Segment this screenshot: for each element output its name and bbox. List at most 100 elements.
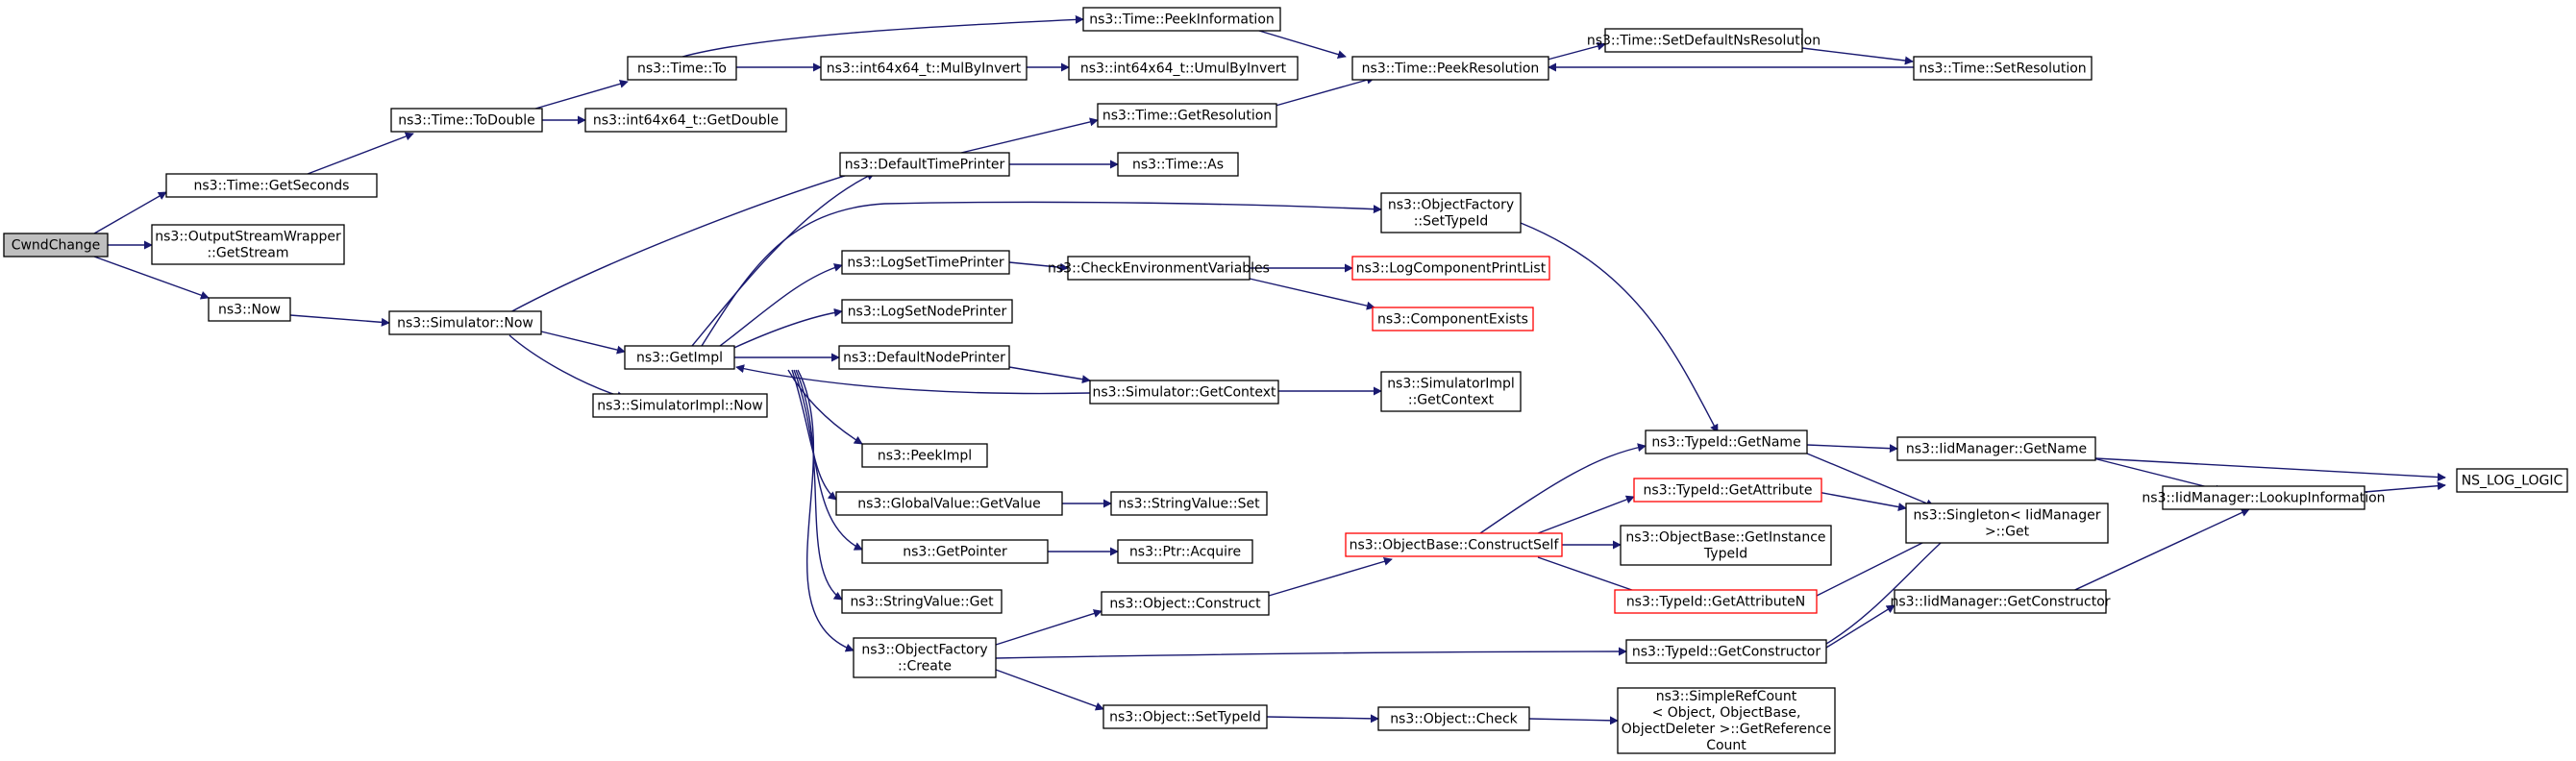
node-box[interactable] <box>388 310 542 335</box>
node-typeidgetctor[interactable]: ns3::TypeId::GetConstructor <box>1625 639 1827 664</box>
node-peekimpl[interactable]: ns3::PeekImpl <box>861 443 988 468</box>
node-simgetctx[interactable]: ns3::Simulator::GetContext <box>1089 380 1279 405</box>
node-box[interactable] <box>1620 525 1832 566</box>
node-now[interactable]: ns3::Now <box>208 297 291 322</box>
node-box[interactable] <box>1894 589 2107 614</box>
node-box[interactable] <box>853 637 997 678</box>
node-box[interactable] <box>2162 485 2365 510</box>
node-box[interactable] <box>627 56 737 81</box>
node-checkenv[interactable]: ns3::CheckEnvironmentVariables <box>1048 256 1270 281</box>
node-box[interactable] <box>841 589 1003 614</box>
node-nslog[interactable]: NS_LOG_LOGIC <box>2456 468 2568 493</box>
node-ofsettypeid[interactable]: ns3::ObjectFactory::SetTypeId <box>1380 192 1522 233</box>
node-box[interactable] <box>1617 687 1836 754</box>
node-logcpl[interactable]: ns3::LogComponentPrintList <box>1351 256 1550 281</box>
node-box[interactable] <box>390 108 543 133</box>
node-typeidgetattrn[interactable]: ns3::TypeId::GetAttributeN <box>1614 589 1818 614</box>
node-box[interactable] <box>165 173 378 198</box>
node-box[interactable] <box>839 152 1010 177</box>
node-box[interactable] <box>1110 491 1268 516</box>
node-peekres[interactable]: ns3::Time::PeekResolution <box>1351 56 1549 81</box>
node-box[interactable] <box>151 224 345 265</box>
node-objconstruct[interactable]: ns3::Object::Construct <box>1101 591 1270 616</box>
node-getseconds[interactable]: ns3::Time::GetSeconds <box>165 173 378 198</box>
node-box[interactable] <box>1380 371 1522 412</box>
node-box[interactable] <box>1625 639 1827 664</box>
node-simplerefcount[interactable]: ns3::SimpleRefCount< Object, ObjectBase,… <box>1617 687 1836 754</box>
node-simimplgetctx[interactable]: ns3::SimulatorImpl::GetContext <box>1380 371 1522 412</box>
node-box[interactable] <box>584 108 787 133</box>
node-box[interactable] <box>3 233 109 258</box>
node-deftp[interactable]: ns3::DefaultTimePrinter <box>839 152 1010 177</box>
node-box[interactable] <box>1896 436 2096 461</box>
node-iidgetname[interactable]: ns3::IidManager::GetName <box>1896 436 2096 461</box>
node-box[interactable] <box>1345 532 1563 557</box>
node-cwnd[interactable]: CwndChange <box>3 233 109 258</box>
node-box[interactable] <box>1067 256 1251 281</box>
node-logsetnp[interactable]: ns3::LogSetNodePrinter <box>841 299 1013 324</box>
node-box[interactable] <box>1377 706 1530 731</box>
node-box[interactable] <box>592 393 768 418</box>
node-box[interactable] <box>1117 539 1253 564</box>
node-box[interactable] <box>2456 468 2568 493</box>
node-timeas[interactable]: ns3::Time::As <box>1117 152 1239 177</box>
node-box[interactable] <box>1082 7 1281 32</box>
node-getres[interactable]: ns3::Time::GetResolution <box>1097 103 1277 128</box>
node-mulbyinvert[interactable]: ns3::int64x64_t::MulByInvert <box>820 56 1028 81</box>
node-todouble[interactable]: ns3::Time::ToDouble <box>390 108 543 133</box>
node-simnow[interactable]: ns3::Simulator::Now <box>388 310 542 335</box>
node-box[interactable] <box>208 297 291 322</box>
node-box[interactable] <box>1101 591 1270 616</box>
node-getdouble[interactable]: ns3::int64x64_t::GetDouble <box>584 108 787 133</box>
node-umulbyinvert[interactable]: ns3::int64x64_t::UmulByInvert <box>1068 56 1299 81</box>
node-getpointer[interactable]: ns3::GetPointer <box>861 539 1049 564</box>
node-box[interactable] <box>1097 103 1277 128</box>
node-ofcreate[interactable]: ns3::ObjectFactory::Create <box>853 637 997 678</box>
node-box[interactable] <box>1351 56 1549 81</box>
node-box[interactable] <box>1351 256 1550 281</box>
node-timeto[interactable]: ns3::Time::To <box>627 56 737 81</box>
node-box[interactable] <box>861 443 988 468</box>
node-gvgetvalue[interactable]: ns3::GlobalValue::GetValue <box>835 491 1063 516</box>
node-box[interactable] <box>624 345 735 370</box>
node-strvalget[interactable]: ns3::StringValue::Get <box>841 589 1003 614</box>
node-box[interactable] <box>835 491 1063 516</box>
node-logsettp[interactable]: ns3::LogSetTimePrinter <box>841 250 1010 275</box>
node-box[interactable] <box>1633 478 1822 503</box>
node-defnp[interactable]: ns3::DefaultNodePrinter <box>838 345 1010 370</box>
node-box[interactable] <box>1372 307 1534 331</box>
node-ptracquire[interactable]: ns3::Ptr::Acquire <box>1117 539 1253 564</box>
node-peekinfo[interactable]: ns3::Time::PeekInformation <box>1082 7 1281 32</box>
node-setdefns[interactable]: ns3::Time::SetDefaultNsResolution <box>1587 28 1821 53</box>
node-osw[interactable]: ns3::OutputStreamWrapper::GetStream <box>151 224 345 265</box>
node-box[interactable] <box>1905 503 2109 544</box>
node-iidlookup[interactable]: ns3::IidManager::LookupInformation <box>2142 485 2386 510</box>
node-objsettypeid[interactable]: ns3::Object::SetTypeId <box>1102 704 1268 729</box>
node-box[interactable] <box>1604 28 1803 53</box>
node-box[interactable] <box>861 539 1049 564</box>
node-box[interactable] <box>1913 56 2093 81</box>
node-typeidgetattr[interactable]: ns3::TypeId::GetAttribute <box>1633 478 1822 503</box>
node-iidgetctor[interactable]: ns3::IidManager::GetConstructor <box>1890 589 2111 614</box>
node-obconstructself[interactable]: ns3::ObjectBase::ConstructSelf <box>1345 532 1563 557</box>
node-box[interactable] <box>841 299 1013 324</box>
node-box[interactable] <box>1089 380 1279 405</box>
node-box[interactable] <box>1102 704 1268 729</box>
node-getimpl[interactable]: ns3::GetImpl <box>624 345 735 370</box>
node-strvalset[interactable]: ns3::StringValue::Set <box>1110 491 1268 516</box>
node-box[interactable] <box>838 345 1010 370</box>
node-setres[interactable]: ns3::Time::SetResolution <box>1913 56 2093 81</box>
node-box[interactable] <box>820 56 1028 81</box>
node-box[interactable] <box>841 250 1010 275</box>
node-box[interactable] <box>1117 152 1239 177</box>
node-simimplnow[interactable]: ns3::SimulatorImpl::Now <box>592 393 768 418</box>
node-box[interactable] <box>1614 589 1818 614</box>
node-box[interactable] <box>1380 192 1522 233</box>
node-compexists[interactable]: ns3::ComponentExists <box>1372 307 1534 331</box>
node-box[interactable] <box>1645 430 1808 454</box>
node-typeidgetname[interactable]: ns3::TypeId::GetName <box>1645 430 1808 454</box>
node-singletonget[interactable]: ns3::Singleton< IidManager>::Get <box>1905 503 2109 544</box>
node-box[interactable] <box>1068 56 1299 81</box>
node-objcheck[interactable]: ns3::Object::Check <box>1377 706 1530 731</box>
